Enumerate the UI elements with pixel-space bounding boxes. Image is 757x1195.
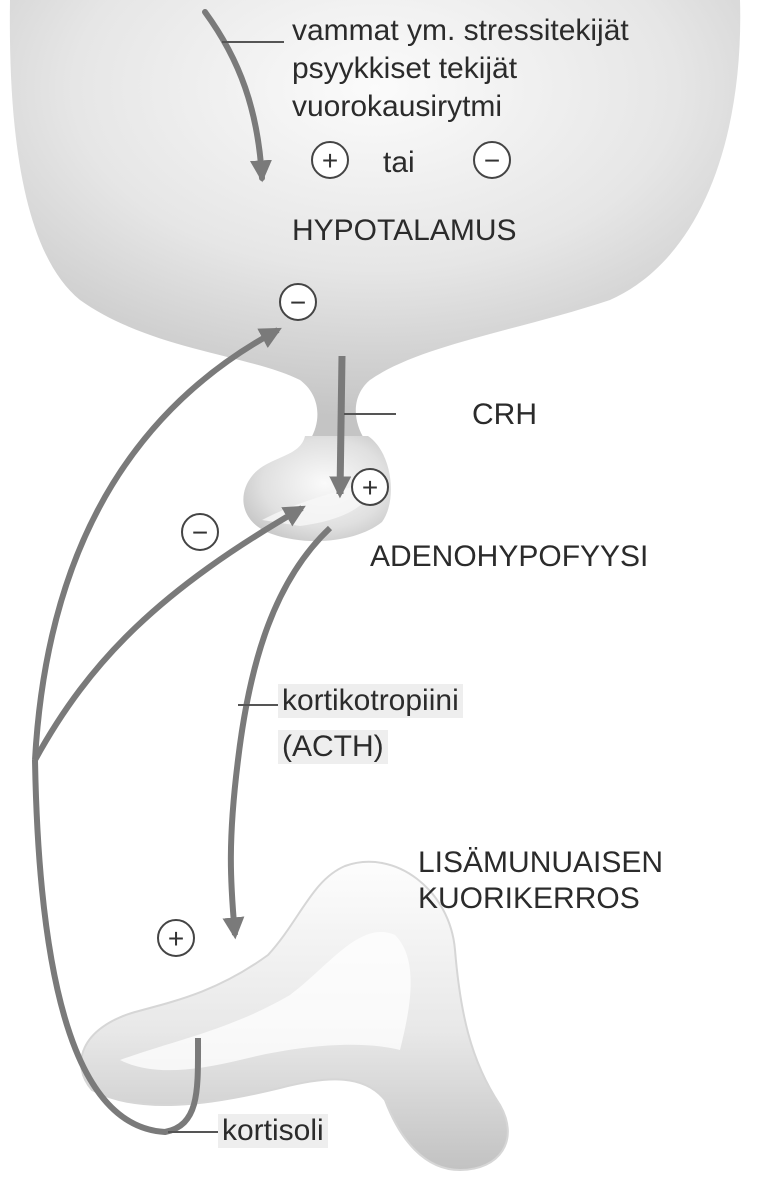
stimuli-line-2: psyykkiset tekijät bbox=[292, 52, 517, 86]
hypothalamus-inhibit-sign: − bbox=[280, 284, 316, 320]
stimuli-line-3: vuorokausirytmi bbox=[292, 90, 502, 124]
cortisol-label: kortisoli bbox=[218, 1114, 328, 1148]
crh-arrow bbox=[340, 356, 342, 494]
minus-sign-top: − bbox=[474, 142, 510, 178]
adrenal-stimulate-text: + bbox=[168, 923, 184, 954]
acth-label-line-2: (ACTH) bbox=[278, 730, 388, 764]
hypothalamus-inhibit-text: − bbox=[290, 287, 306, 318]
plus-sign-text: + bbox=[322, 145, 338, 176]
pituitary-stimulate-sign: + bbox=[352, 469, 388, 505]
acth-label-line-1: kortikotropiini bbox=[278, 684, 463, 718]
either-or-word: tai bbox=[383, 146, 415, 180]
crh-label: CRH bbox=[472, 398, 537, 432]
adrenal-label-line-2: KUORIKERROS bbox=[418, 882, 640, 916]
adrenal-label-line-1: LISÄMUNUAISEN bbox=[418, 846, 663, 880]
minus-sign-text: − bbox=[484, 145, 500, 176]
adrenal-stimulate-sign: + bbox=[158, 920, 194, 956]
adenohypophysis-label: ADENOHYPOFYYSI bbox=[370, 540, 648, 574]
pituitary-inhibit-text: − bbox=[192, 517, 208, 548]
stimuli-line-1: vammat ym. stressitekijät bbox=[292, 14, 629, 48]
plus-sign-top: + bbox=[312, 142, 348, 178]
pituitary-stimulate-text: + bbox=[362, 472, 378, 503]
hypothalamus-label: HYPOTALAMUS bbox=[292, 214, 517, 248]
pituitary-inhibit-sign: − bbox=[182, 514, 218, 550]
